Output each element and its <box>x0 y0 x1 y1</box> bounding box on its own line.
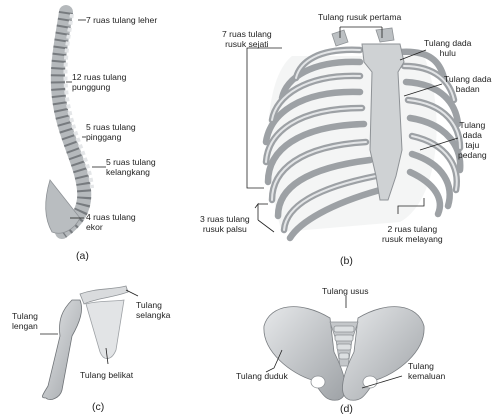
ribcage-illustration <box>262 27 464 242</box>
label-manubrium: Tulang dada hulu <box>424 38 472 58</box>
label-true-ribs: 7 ruas tulang rusuk sejati <box>222 29 272 49</box>
label-scapula: Tulang belikat <box>80 370 134 380</box>
pelvis-illustration <box>263 306 425 401</box>
label-xiphoid: Tulang dada taju pedang <box>458 120 487 160</box>
label-5-lumbar: 5 ruas tulang pinggang <box>86 122 136 142</box>
pelvis-leader-lines <box>265 296 403 389</box>
label-ischium: Tulang duduk <box>236 371 288 381</box>
caption-b: (b) <box>340 255 353 267</box>
caption-a: (a) <box>76 250 89 262</box>
label-ilium: Tulang usus <box>322 286 369 296</box>
caption-c: (c) <box>92 401 105 413</box>
label-clavicle: Tulang selangka <box>136 300 171 320</box>
label-12-thoracic: 12 ruas tulang punggung <box>72 72 127 92</box>
label-false-ribs: 3 ruas tulang rusuk palsu <box>200 214 250 234</box>
label-humerus: Tulang lengan <box>12 311 38 331</box>
caption-d: (d) <box>340 403 353 415</box>
label-4-coccygeal: 4 ruas tulang ekor <box>86 212 136 232</box>
label-pubis: Tulang kemaluan <box>408 361 446 381</box>
label-7-cervical: 7 ruas tulang leher <box>86 15 158 25</box>
label-first-rib: Tulang rusuk pertama <box>318 12 402 22</box>
shoulder-leader-lines <box>40 289 139 365</box>
label-sternum-body: Tulang dada badan <box>444 74 492 94</box>
label-5-sacral: 5 ruas tulang kelangkang <box>106 157 156 177</box>
ribcage-leader-lines <box>246 26 459 233</box>
spine-leader-lines <box>66 19 106 219</box>
spine-illustration <box>45 5 94 239</box>
shoulder-illustration <box>42 285 129 400</box>
label-floating-ribs: 2 ruas tulang rusuk melayang <box>382 224 443 244</box>
